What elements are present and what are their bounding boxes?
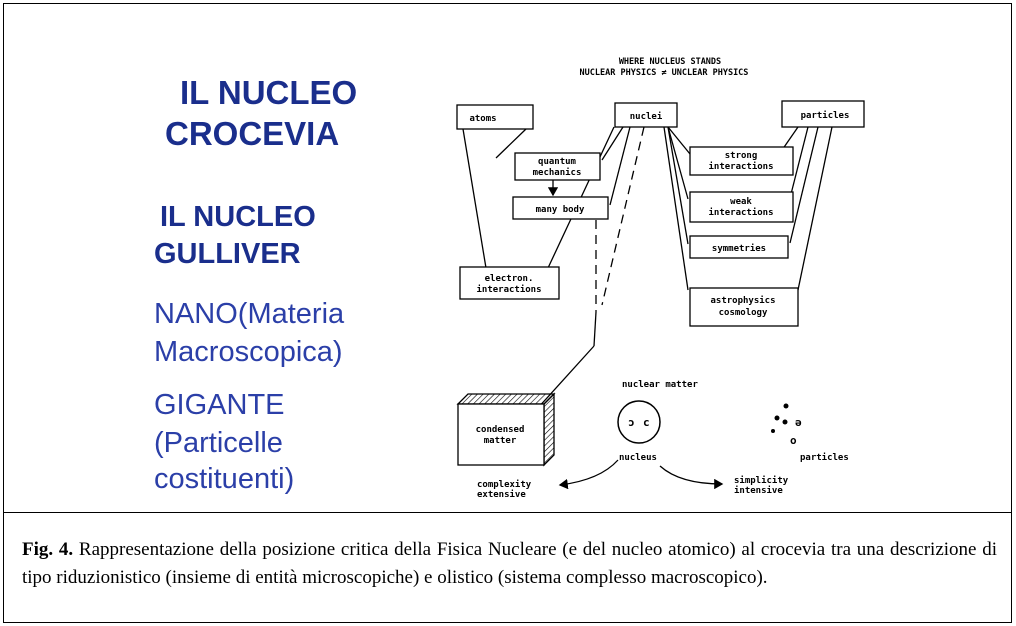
quantum-mechanics-box bbox=[514, 152, 601, 181]
weak-interactions-label: interactions bbox=[708, 207, 773, 218]
nuclei-label: nuclei bbox=[630, 111, 663, 122]
weak-interactions-box bbox=[689, 191, 794, 223]
weak-label: weak bbox=[730, 197, 752, 207]
nuclear-physics-diagram: WHERE NUCLEUS STANDS NUCLEAR PHYSICS ≠ U… bbox=[456, 57, 865, 500]
condensed-label: condensed bbox=[476, 425, 525, 435]
particles-weak-line bbox=[789, 126, 809, 199]
quantum-label: quantum bbox=[538, 157, 577, 167]
nuclei-weak-line bbox=[667, 126, 689, 200]
gigante-line-1: GIGANTE bbox=[154, 389, 285, 421]
nuclei-quantum-line bbox=[601, 126, 624, 161]
complexity-label: complexity bbox=[477, 479, 532, 490]
figure-label: Fig. 4. bbox=[22, 539, 74, 560]
strong-interactions-label: interactions bbox=[708, 161, 773, 172]
svg-text:ɔ: ɔ bbox=[628, 416, 635, 429]
gigante-line-3: costituenti) bbox=[154, 463, 295, 495]
dashed-join-line bbox=[593, 311, 597, 347]
particles-box bbox=[781, 100, 865, 128]
particles-dots: ə o bbox=[771, 403, 802, 447]
particles-symmetries-line bbox=[789, 126, 819, 244]
nucleus-circle: ɔ c bbox=[617, 400, 661, 444]
caption-divider bbox=[3, 512, 1012, 513]
header-line-1: WHERE NUCLEUS STANDS bbox=[619, 57, 721, 67]
cosmology-label: cosmology bbox=[719, 308, 768, 318]
header-line-2: NUCLEAR PHYSICS ≠ UNCLEAR PHYSICS bbox=[580, 68, 749, 78]
many-body-box bbox=[512, 196, 609, 220]
atoms-right-line bbox=[495, 128, 527, 159]
electron-interactions-box bbox=[459, 266, 560, 300]
extensive-label: extensive bbox=[477, 489, 526, 500]
astrophysics-label: astrophysics bbox=[710, 295, 775, 306]
simplicity-arrow bbox=[659, 465, 724, 490]
astrophysics-cosmology-box bbox=[689, 287, 799, 327]
svg-text:ə: ə bbox=[795, 416, 802, 429]
nuclei-strong-line bbox=[667, 126, 691, 155]
atoms-box bbox=[456, 104, 534, 130]
nano-line-2: Macroscopica) bbox=[154, 336, 343, 368]
atoms-left-line bbox=[462, 128, 487, 269]
nuclei-astro-line bbox=[663, 126, 689, 291]
svg-text:c: c bbox=[643, 416, 650, 429]
electron-label: electron. bbox=[485, 274, 534, 284]
gulliver-line-1: IL NUCLEO bbox=[160, 201, 316, 233]
mechanics-label: mechanics bbox=[533, 167, 582, 178]
strong-interactions-box bbox=[689, 146, 794, 176]
nuclei-manybody-line bbox=[609, 126, 631, 206]
title-line-2: CROCEVIA bbox=[165, 115, 340, 152]
matter-label: matter bbox=[484, 436, 517, 446]
atoms-label: atoms bbox=[469, 114, 496, 124]
nuclear-matter-label: nuclear matter bbox=[622, 380, 698, 390]
gigante-line-2: (Particelle bbox=[154, 427, 283, 459]
complexity-arrow bbox=[558, 459, 619, 490]
nuclei-dashed-line bbox=[601, 126, 645, 306]
nucleus-label: nucleus bbox=[619, 453, 657, 463]
simplicity-label: simplicity bbox=[734, 475, 789, 486]
many-body-label: many body bbox=[536, 205, 585, 215]
title-line-1: IL NUCLEO bbox=[180, 74, 358, 111]
particles-label: particles bbox=[801, 110, 850, 121]
nuclei-box bbox=[614, 102, 678, 128]
caption-text: Rappresentazione della posizione critica… bbox=[22, 539, 997, 588]
intensive-label: intensive bbox=[734, 485, 783, 496]
symmetries-box bbox=[689, 235, 789, 259]
svg-text:o: o bbox=[790, 434, 797, 447]
gulliver-line-2: GULLIVER bbox=[154, 238, 301, 270]
figure-frame bbox=[3, 3, 1012, 623]
condensed-matter-block bbox=[456, 392, 556, 467]
strong-label: strong bbox=[725, 151, 758, 161]
symmetries-label: symmetries bbox=[712, 243, 766, 254]
electron-interactions-label: interactions bbox=[476, 284, 541, 295]
particles-astro-line bbox=[797, 126, 833, 291]
particles-bottom-label: particles bbox=[800, 452, 849, 463]
figure-caption: Fig. 4. Rappresentazione della posizione… bbox=[22, 536, 997, 592]
nuclei-symmetries-line bbox=[667, 126, 689, 245]
nano-line-1: NANO(Materia bbox=[154, 298, 345, 330]
